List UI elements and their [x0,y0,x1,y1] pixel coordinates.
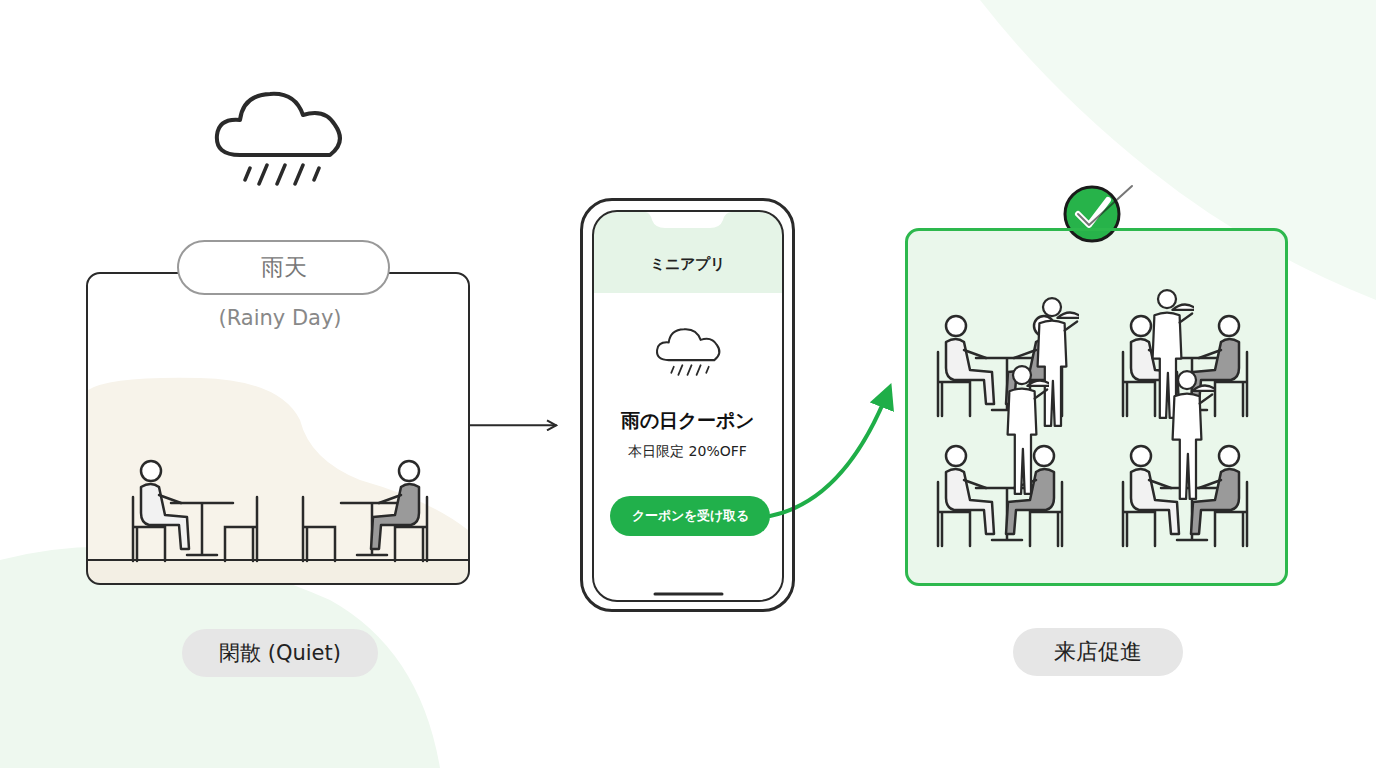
scene-panel: 雨天(Rainy Day)閑散 (Quiet) [86,272,470,585]
button-label: クーポンを受け取る [610,496,770,536]
flow-arrow [470,424,556,426]
panel-tag: 雨天 [177,240,390,295]
scene-panel: 来店促進 [905,228,1288,586]
panel-subtitle: (Rainy Day) [88,306,472,330]
app-header: ミニアプリ [583,255,792,274]
flow-arrow-curved [770,389,889,516]
coupon-button: クーポンを受け取る [610,496,770,536]
phone-frame: ミニアプリ雨の日クーポン本日限定 20%OFF クーポンを受け取る [580,198,795,612]
caption-pill: 閑散 (Quiet) [182,629,378,677]
coupon-title: 雨の日クーポン [583,408,792,434]
caption-pill: 来店促進 [1013,628,1183,676]
coupon-detail: 本日限定 20%OFF [583,443,792,461]
